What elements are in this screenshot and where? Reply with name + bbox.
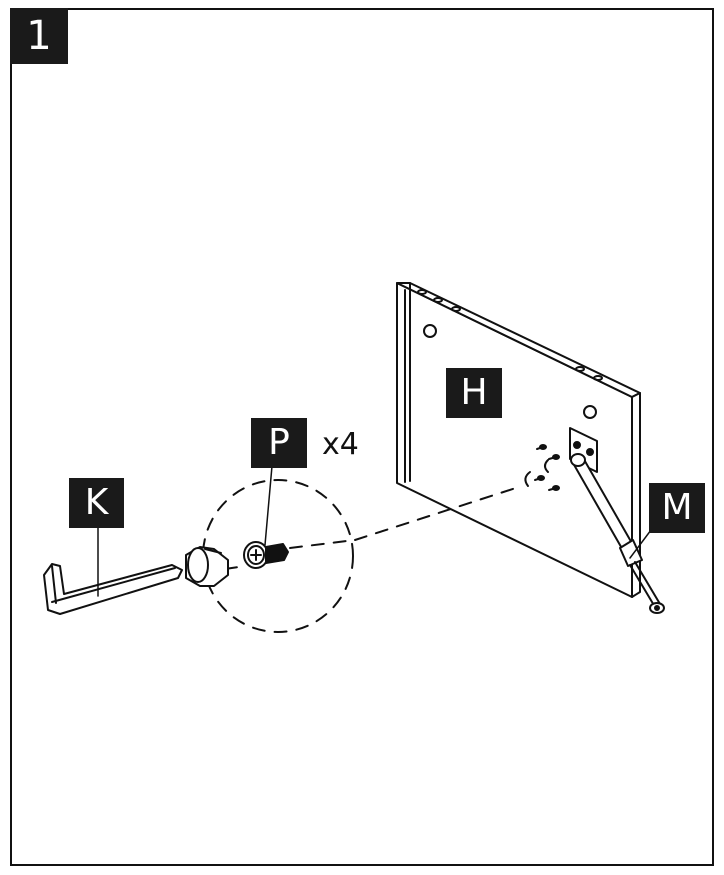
part-label-m: M	[649, 483, 705, 533]
hex-key-k-drawing	[43, 563, 183, 615]
gas-strut-m-drawing	[570, 453, 665, 614]
part-label-p: P	[251, 418, 307, 468]
part-label-k: K	[69, 478, 124, 528]
screw-quantity: x4	[322, 427, 359, 462]
part-label-h: H	[446, 368, 502, 418]
screw-p-drawing	[243, 541, 289, 569]
step-number-badge: 1	[10, 8, 68, 64]
panel-h-drawing	[396, 282, 641, 598]
bit-socket-drawing	[185, 546, 229, 587]
